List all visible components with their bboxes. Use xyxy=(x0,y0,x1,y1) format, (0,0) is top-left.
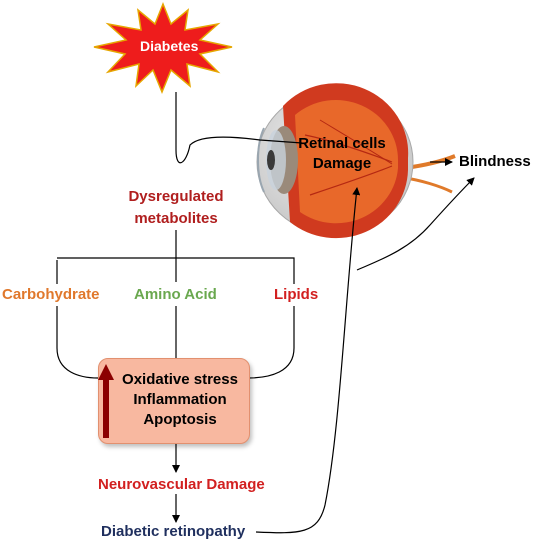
eye-damage-label: Retinal cells Damage xyxy=(298,134,386,174)
cellular-stress-box xyxy=(98,358,250,444)
line-carbohydrate-to-box xyxy=(56,306,99,379)
eye-damage-line2: Damage xyxy=(312,155,372,172)
blindness-label: Blindness xyxy=(459,153,531,170)
dysregulated-metabolites-label: Dysregulated metabolites xyxy=(116,186,236,230)
arrow-retinopathy-to-eye xyxy=(255,187,361,534)
dysregulated-line1: Dysregulated xyxy=(128,188,224,205)
neurovascular-damage-label: Neurovascular Damage xyxy=(98,476,265,493)
diabetes-starburst xyxy=(93,1,233,94)
increase-arrow-icon xyxy=(98,364,114,438)
line-diabetes-to-metabolites xyxy=(175,92,303,164)
diabetic-retinopathy-label: Diabetic retinopathy xyxy=(101,523,246,540)
amino-acid-label: Amino Acid xyxy=(134,286,217,303)
connectors xyxy=(56,92,475,534)
process-list: Oxidative stress Inflammation Apoptosis xyxy=(114,370,246,430)
process-apoptosis: Apoptosis xyxy=(143,411,217,428)
carbohydrate-label: Carbohydrate xyxy=(2,286,100,303)
dysregulated-line2: metabolites xyxy=(134,210,218,227)
line-metabolites-split xyxy=(56,230,295,284)
process-oxidative-stress: Oxidative stress xyxy=(122,371,238,388)
eye-illustration xyxy=(256,83,456,239)
eye-damage-line1: Retinal cells xyxy=(298,135,386,152)
arrow-retinopathy-to-blindness xyxy=(356,177,475,271)
diabetes-label: Diabetes xyxy=(140,38,199,54)
line-lipids-to-box xyxy=(247,306,295,379)
lipids-label: Lipids xyxy=(274,286,319,303)
process-inflammation: Inflammation xyxy=(133,391,227,408)
